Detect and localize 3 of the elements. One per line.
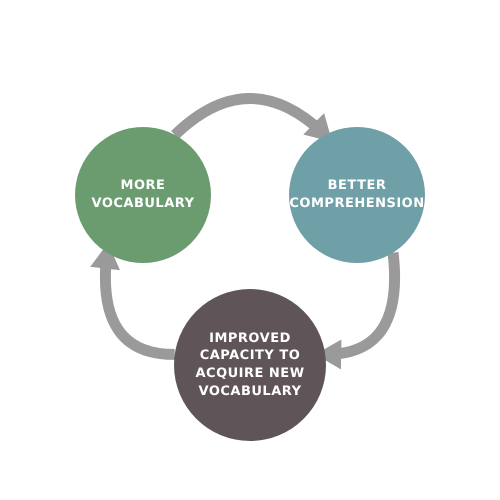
- node-label: IMPROVED CAPACITY TO ACQUIRE NEW VOCABULARY: [194, 330, 306, 400]
- node-label: BETTER COMPREHENSION: [289, 177, 425, 213]
- node-label: MORE VOCABULARY: [90, 177, 196, 213]
